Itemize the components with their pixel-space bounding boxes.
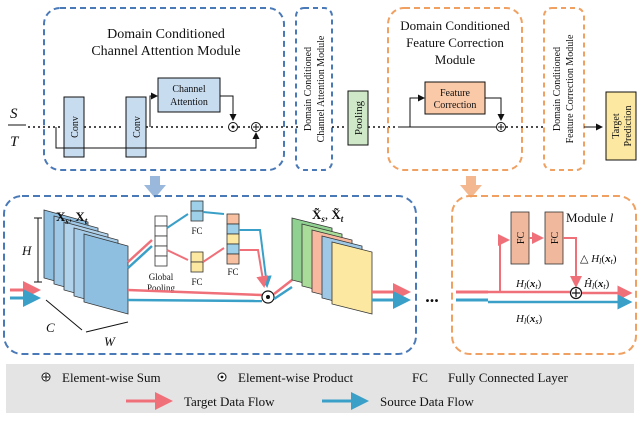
feature-correction-module-collapsed	[543, 7, 585, 171]
feature-correction-module-title-3: Module	[435, 52, 476, 67]
target-main-flow	[127, 288, 263, 297]
layers-ellipsis: ...	[425, 286, 439, 306]
delta-h-label: △ Hl(xt)	[580, 253, 617, 266]
target-input-label: T	[10, 134, 20, 150]
legend-fc-full: Fully Connected Layer	[448, 370, 569, 385]
legend-source-label: Source Data Flow	[380, 394, 474, 409]
conv-block-2-label: Conv	[132, 116, 143, 138]
target-prediction-label-1: Target	[611, 113, 622, 138]
correction-fc2-label: FC	[550, 232, 561, 245]
correction-fc1-label: FC	[516, 232, 527, 245]
channel-attention-block	[157, 77, 221, 113]
target-to-fc	[166, 249, 189, 261]
h-target-label: Hl(xt)	[515, 278, 542, 291]
expand-correction-arrow	[460, 176, 482, 198]
target-fc-label: FC	[191, 277, 202, 287]
collapsed-dcfc-label-2: Feature Correction Module	[565, 34, 576, 143]
attention-product-dot	[266, 295, 270, 299]
h-hat-target-label: Ĥl(xt)	[583, 278, 610, 291]
target-to-output	[273, 279, 293, 295]
height-label: H	[21, 243, 32, 258]
source-main-flow	[127, 298, 263, 303]
fc2-to-sum	[563, 237, 582, 288]
channel-attention-label-1: Channel	[172, 84, 206, 95]
feature-correction-module-title-2: Feature Correction	[406, 35, 504, 50]
from-channel-attention-arrow	[220, 95, 237, 121]
collapsed-dcfc-label-1: Domain Conditioned	[552, 47, 563, 131]
collapsed-dcca-label-2: Channel Attention Module	[316, 35, 327, 142]
target-fc-vector	[190, 251, 204, 273]
source-to-pool	[127, 245, 153, 269]
feature-correction-label-1: Feature	[440, 88, 471, 99]
residual-connection-arrow	[55, 127, 260, 149]
output-features-label: X̃s, X̃t	[312, 207, 344, 224]
source-input-label: S	[10, 106, 18, 122]
feature-correction-module-box	[387, 7, 523, 171]
source-fc-to-attn	[202, 211, 225, 215]
feature-correction-detail-box	[451, 195, 637, 355]
output-feature-stack	[291, 217, 373, 315]
width-label: W	[104, 334, 116, 349]
channel-label: C	[46, 320, 55, 335]
pooling-label: Pooling	[353, 100, 365, 135]
channel-attention-module-title-2: Channel Attention Module	[91, 44, 240, 59]
target-fc-to-attn	[202, 247, 225, 263]
module-l-label: Module l	[566, 210, 614, 225]
conv-block-1-label: Conv	[70, 116, 81, 138]
global-pooling-label-1: Global	[149, 272, 174, 282]
h-source-label: Hl(xs)	[515, 313, 542, 326]
to-channel-attention-arrow	[149, 92, 158, 127]
global-pooling-vector	[154, 215, 168, 267]
pooling-block	[347, 90, 369, 146]
channel-dimension-line	[45, 299, 83, 331]
channel-attention-module-box	[43, 7, 285, 171]
collapsed-dcca-label-1: Domain Conditioned	[303, 47, 314, 131]
legend-panel	[6, 364, 634, 413]
input-feature-stack	[43, 209, 129, 315]
target-weights-to-product	[239, 249, 269, 288]
channel-attention-label-2: Attention	[170, 97, 208, 108]
legend-target-label: Target Data Flow	[184, 394, 275, 409]
global-pooling-label-2: Pooling	[147, 283, 176, 293]
legend-product-label: Element-wise Product	[238, 370, 354, 385]
target-prediction-block	[605, 91, 637, 161]
target-to-pool	[127, 239, 153, 263]
product-dot	[231, 125, 235, 129]
source-fc-vector	[190, 200, 204, 222]
feature-correction-module-title-1: Domain Conditioned	[400, 18, 510, 33]
legend-fc-abbrev: FC	[412, 370, 428, 385]
to-feature-correction-arrow	[409, 94, 425, 127]
legend-product-dot	[220, 375, 224, 379]
expand-attention-arrow	[144, 176, 166, 198]
source-to-fc	[166, 213, 189, 229]
feature-correction-label-2: Correction	[434, 100, 477, 111]
attention-fc-label: FC	[227, 267, 238, 277]
legend-sum-label: Element-wise Sum	[62, 370, 161, 385]
input-features-label: Xs, Xt	[56, 209, 88, 226]
target-to-fc1	[488, 234, 510, 293]
width-dimension-line	[85, 321, 129, 333]
channel-attention-module-title-1: Domain Conditioned	[107, 27, 225, 42]
channel-attention-module-collapsed	[295, 7, 333, 171]
channel-attention-detail-box	[3, 195, 417, 355]
source-weights-to-product	[239, 229, 272, 288]
source-to-output	[273, 285, 293, 301]
attention-weights-vector	[226, 213, 240, 265]
target-prediction-label-2: Prediction	[623, 105, 634, 146]
source-fc-label: FC	[191, 226, 202, 236]
from-feature-correction-arrow	[485, 97, 505, 121]
